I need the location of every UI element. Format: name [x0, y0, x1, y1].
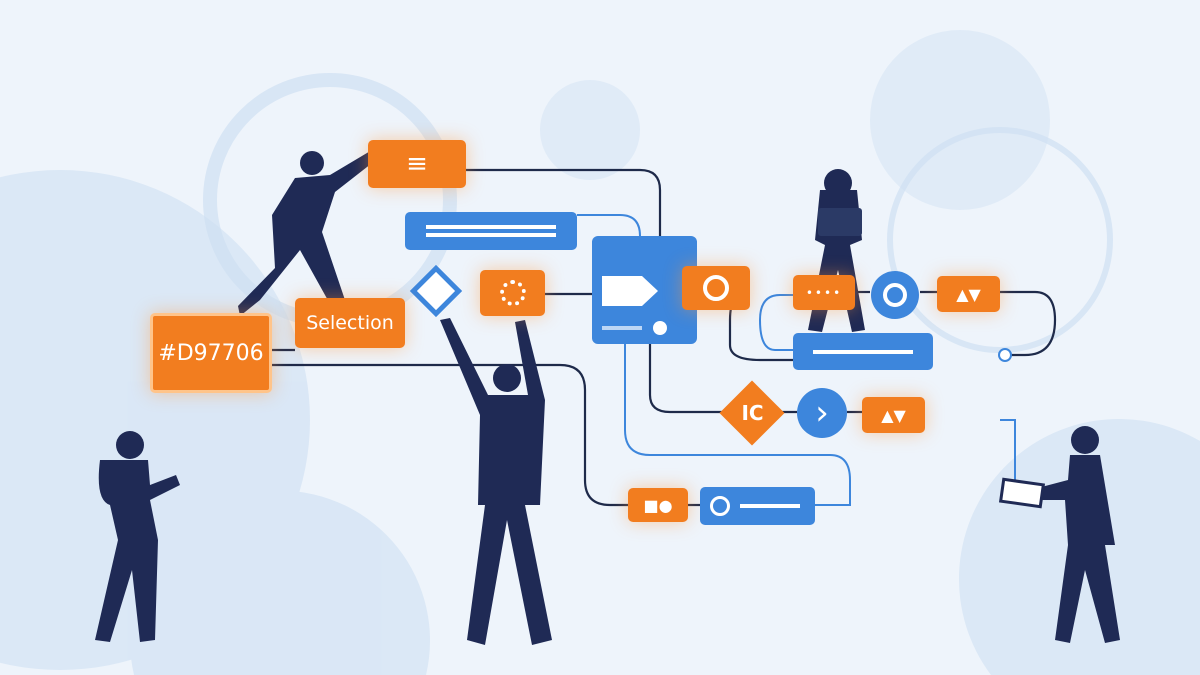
text-bar-node[interactable] [405, 212, 577, 250]
chevron-node[interactable]: › [815, 393, 829, 433]
status-bar-node[interactable] [793, 333, 933, 370]
menu-node[interactable]: ≡ [368, 140, 466, 188]
refresh-icon [499, 280, 526, 306]
text-lines-icon [426, 225, 556, 229]
ring-icon [710, 496, 730, 516]
arrows-node-2[interactable]: ▲▼ [862, 397, 925, 433]
dots-node[interactable]: •••• [793, 275, 855, 310]
ring-icon [703, 275, 729, 301]
arrows-node-1[interactable]: ▲▼ [937, 276, 1000, 312]
progress-bar-node[interactable] [700, 487, 815, 525]
progress-line [740, 504, 800, 508]
shapes-node[interactable]: ■● [628, 488, 688, 522]
ic-node[interactable]: IC [741, 400, 764, 425]
text-lines-icon [813, 349, 913, 354]
ring-node[interactable] [682, 266, 750, 310]
refresh-node[interactable] [480, 270, 545, 316]
selection-node[interactable]: Selection [295, 298, 405, 348]
color-node[interactable]: #D97706 [150, 313, 272, 393]
